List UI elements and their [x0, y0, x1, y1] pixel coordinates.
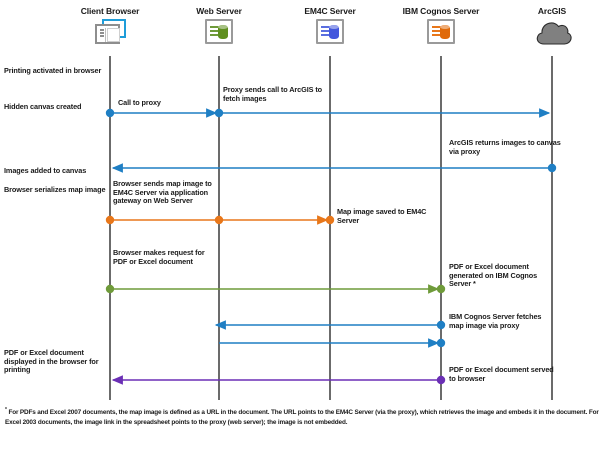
lane-title-web-server: Web Server: [196, 6, 242, 16]
message-label-proxy-sends-call-to-arcgis: Proxy sends call to ArcGIS to fetch imag…: [223, 85, 323, 103]
side-note-images-added-to-canvas: Images added to canvas: [4, 166, 87, 175]
footnote: * For PDFs and Excel 2007 documents, the…: [5, 406, 605, 427]
side-note-pdf-excel-displayed: PDF or Excel document displayed in the b…: [4, 348, 99, 375]
side-note-printing-activated: Printing activated in browser: [4, 66, 102, 75]
lane-header-em4c-server[interactable]: EM4C Server: [275, 6, 385, 48]
lane-header-web-server[interactable]: Web Server: [164, 6, 274, 48]
message-label-cognos-fetches-map-image: IBM Cognos Server fetches map image via …: [449, 312, 542, 330]
lane-title-ibm-cognos-server: IBM Cognos Server: [402, 6, 480, 16]
server-orange-icon: [424, 18, 458, 48]
footnote-marker: *: [5, 407, 7, 413]
message-arrow-cognos-map-image-returned: [219, 338, 446, 348]
server-green-icon: [202, 18, 236, 48]
message-label-call-to-proxy: Call to proxy: [118, 98, 161, 107]
message-arrow-browser-requests-document: [105, 284, 446, 294]
server-blue-icon: [313, 18, 347, 48]
footnote-text: For PDFs and Excel 2007 documents, the m…: [5, 409, 599, 426]
message-label-map-image-saved: Map image saved to EM4C Server: [337, 207, 427, 225]
side-note-hidden-canvas-created: Hidden canvas created: [4, 102, 82, 111]
lane-title-arcgis: ArcGIS: [537, 6, 567, 16]
lane-header-ibm-cognos-server[interactable]: IBM Cognos Server: [386, 6, 496, 48]
lane-header-arcgis[interactable]: ArcGIS: [497, 6, 607, 48]
message-arrow-browser-sends-map-image: [105, 215, 335, 225]
cloud-icon: [535, 18, 572, 48]
message-arrow-call-to-proxy: [105, 108, 218, 118]
message-arrow-proxy-sends-call-to-arcgis: [214, 108, 551, 118]
lane-title-em4c-server: EM4C Server: [304, 6, 356, 16]
lifelines: [109, 56, 553, 400]
message-label-browser-sends-map-image: Browser sends map image to EM4C Server v…: [113, 179, 212, 206]
message-label-document-generated: PDF or Excel document generated on IBM C…: [449, 262, 538, 289]
message-arrow-cognos-fetches-map-image: [214, 320, 446, 330]
side-note-browser-serializes-map-image: Browser serializes map image: [4, 185, 106, 194]
lane-header-client-browser[interactable]: Client Browser: [55, 6, 165, 48]
message-label-browser-requests-document: Browser makes request for PDF or Excel d…: [113, 248, 205, 266]
browser-window-icon: [93, 18, 127, 48]
message-arrow-document-served-to-browser: [111, 375, 446, 385]
message-label-arcgis-returns-images: ArcGIS returns images to canvas via prox…: [449, 138, 561, 156]
message-arrow-arcgis-returns-images: [111, 163, 557, 173]
message-label-document-served-to-browser: PDF or Excel document served to browser: [449, 365, 554, 383]
lane-title-client-browser: Client Browser: [80, 6, 140, 16]
